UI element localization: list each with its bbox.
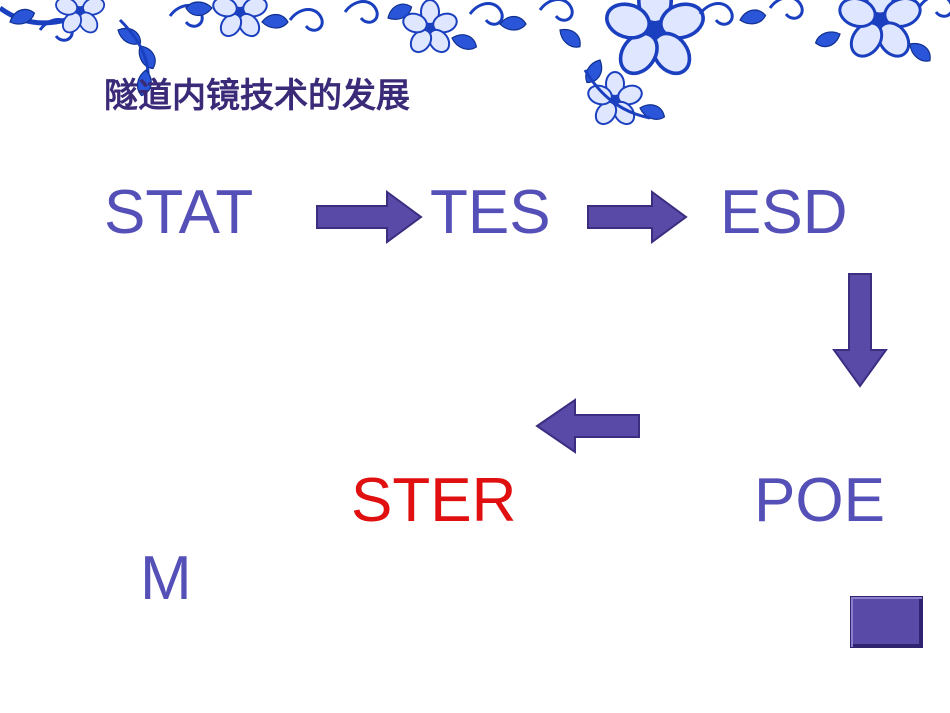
term-ster: STER: [351, 466, 516, 536]
term-m: M: [140, 544, 192, 614]
down-arrow-icon: [832, 272, 888, 388]
term-poe: POE: [754, 466, 885, 536]
term-tes: TES: [430, 178, 551, 248]
term-esd: ESD: [720, 178, 847, 248]
slide-title: 隧道内镜技术的发展: [104, 74, 410, 118]
right-arrow-icon: [315, 190, 423, 244]
square-nav-button[interactable]: [850, 596, 923, 648]
term-stat: STAT: [104, 178, 253, 248]
right-arrow-icon: [586, 190, 688, 244]
left-arrow-icon: [535, 398, 641, 454]
